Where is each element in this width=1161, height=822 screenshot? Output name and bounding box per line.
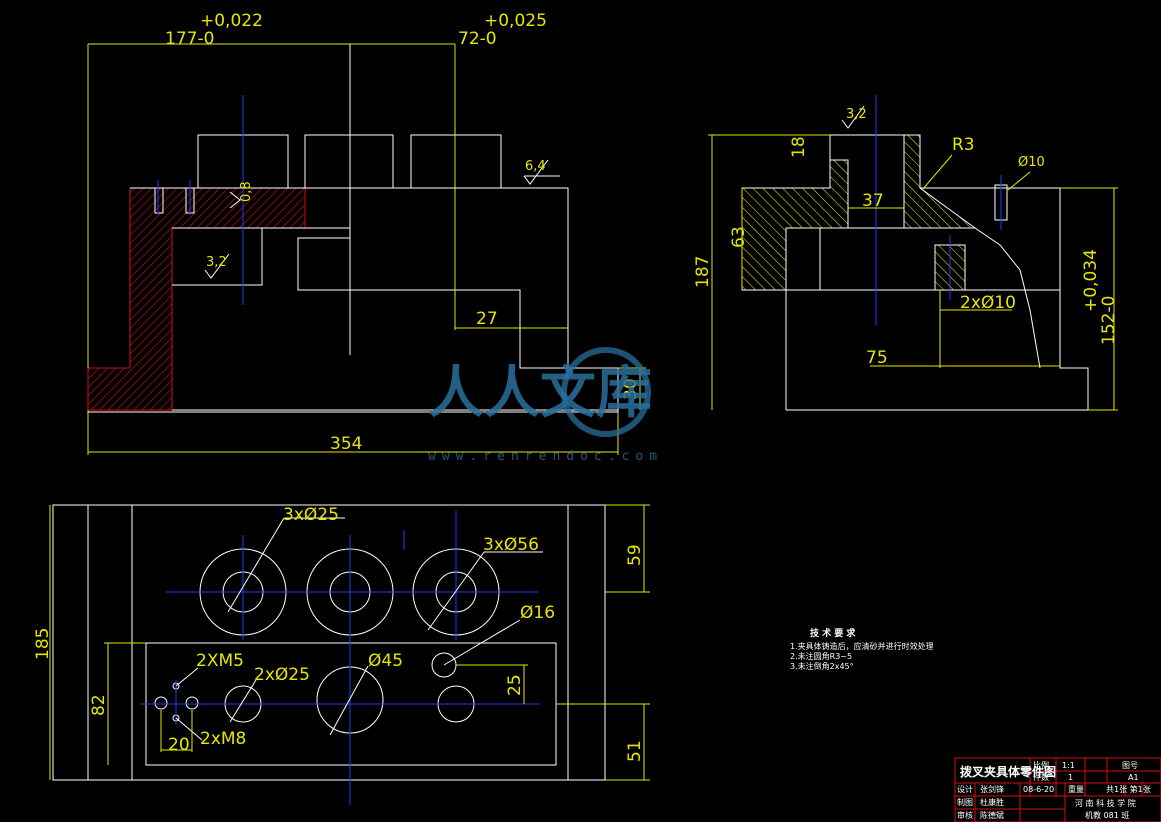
rough-64: 6,4: [525, 159, 546, 174]
tb-reviewer: 陈德斌: [980, 810, 1004, 820]
dim-27: 27: [476, 309, 498, 329]
leader-3phi25: [227, 517, 285, 613]
dim-51: 51: [625, 740, 645, 762]
front-block-3: [410, 134, 502, 189]
leader-phi45: [329, 665, 369, 736]
front-view: +0,022 177-0 +0,025 72-0 6,4 3,2 0,8 27 …: [87, 11, 646, 455]
tb-weight-label: 重量: [1068, 784, 1084, 794]
leader-2xm5: [175, 667, 199, 687]
front-block-2: [304, 134, 394, 189]
leader-phi16: [443, 619, 521, 666]
dim-25: 25: [505, 674, 525, 696]
dim-37: 37: [862, 191, 884, 211]
dim-63: 63: [729, 226, 749, 248]
tb-class-info: 机教 081 班: [1085, 810, 1129, 820]
side-hatch-left: [741, 159, 849, 291]
watermark-ring: [561, 347, 651, 437]
rough-64-symbol: [523, 159, 549, 185]
tb-design-label: 设计: [957, 784, 973, 794]
rough-08: 0,8: [239, 181, 254, 202]
tb-designer: 张剑锋: [980, 784, 1004, 794]
dim-2phi25: 2xØ25: [254, 665, 310, 685]
dim-tol-left: +0,022: [200, 11, 263, 31]
front-cavity-upper: [172, 227, 568, 369]
side-rough-32: 3,2: [846, 107, 867, 122]
rough-32-front: 3,2: [206, 255, 227, 270]
tech-note-1: 1.夹具体铸造后，应清砂并进行时效处理: [790, 641, 934, 651]
top-view: 3xØ25 3xØ56 Ø16 2XM5 2xØ25 Ø45 2xM8 59 1…: [33, 504, 650, 805]
front-cavity-left: [172, 228, 263, 286]
tb-drawing-name: 拨叉夹具体零件图: [960, 764, 1056, 779]
dim-59: 59: [625, 544, 645, 566]
tb-scale-label: 比例: [1033, 760, 1049, 770]
tech-note-2: 2.未注圆角R3~5: [790, 651, 852, 661]
dim-3phi56: 3xØ56: [483, 535, 539, 555]
dim-tol-right: +0,025: [484, 11, 547, 31]
dim-20: 20: [168, 735, 190, 755]
title-block-frame: [954, 757, 1161, 822]
tb-size-value: A1: [1128, 773, 1139, 782]
rough-32-symbol: [204, 253, 230, 279]
side-view: 3,2 18 R3 Ø10 37 63 187 2xØ10 +0,034 152…: [693, 95, 1119, 411]
dim-2xm5: 2XM5: [196, 651, 244, 671]
leader-phi10: [1007, 171, 1031, 191]
dim-30: 30: [621, 378, 641, 400]
dim-152-tol: +0,034: [1081, 249, 1101, 312]
tb-drawing-no-label: 图号: [1122, 761, 1138, 770]
dim-2phi10: 2xØ10: [960, 293, 1016, 313]
dim-18: 18: [789, 136, 809, 158]
dim-187: 187: [693, 256, 713, 288]
hole-m8-1: [185, 696, 199, 710]
side-rough-symbol: [841, 105, 865, 129]
top-outline: [52, 504, 606, 781]
tb-review-label: 审核: [957, 810, 973, 820]
dim-185: 185: [33, 628, 53, 660]
leader-r3: [921, 154, 953, 191]
dim-3phi25: 3xØ25: [283, 505, 339, 525]
dim-phi10: Ø10: [1018, 155, 1045, 170]
tb-draw-label: 制图: [957, 797, 973, 807]
leader-2xm8: [175, 717, 203, 741]
rough-08-symbol: [229, 191, 241, 209]
dim-354: 354: [330, 434, 362, 454]
side-hatch-right: [903, 134, 977, 229]
dim-r3: R3: [952, 135, 975, 155]
dim-177: 177-0: [165, 29, 214, 49]
watermark: 人人文库 www.renrendoc.com: [428, 347, 663, 464]
tb-school: 河 南 科 技 学 院: [1075, 798, 1136, 808]
tb-date: 08-6-20: [1023, 785, 1054, 794]
tb-sheet-info: 共1张 第1张: [1106, 784, 1151, 794]
dim-phi45: Ø45: [368, 651, 403, 671]
dim-2xm8: 2xM8: [200, 729, 246, 749]
tb-qty-label: 件数: [1033, 772, 1049, 782]
watermark-text: 人人文库: [428, 361, 652, 426]
tech-notes-title: 技 术 要 求: [810, 627, 856, 639]
side-cavity: [786, 227, 1041, 369]
tb-scale-value: 1:1: [1062, 761, 1075, 770]
leader-3phi56: [427, 551, 485, 631]
watermark-url: www.renrendoc.com: [428, 449, 663, 464]
title-block: 拨叉夹具体零件图 比例 1:1 图号 件数 1 A1 设计 张剑锋 08-6-2…: [954, 757, 1161, 822]
dim-82: 82: [89, 694, 109, 716]
tb-qty-value: 1: [1068, 773, 1073, 782]
tb-drafter: 杜康胜: [980, 797, 1004, 807]
leader-2phi25: [229, 679, 257, 723]
dim-152: 152-0: [1099, 296, 1119, 345]
hole-m5-1: [154, 696, 168, 710]
tech-notes: 技 术 要 求 1.夹具体铸造后，应清砂并进行时效处理 2.未注圆角R3~5 3…: [790, 627, 934, 671]
dim-72: 72-0: [458, 29, 497, 49]
tech-note-3: 3.未注倒角2x45°: [790, 661, 854, 671]
front-bolt-1: [154, 187, 164, 214]
dim-phi16: Ø16: [520, 603, 555, 623]
dim-75: 75: [866, 348, 888, 368]
front-section-hatch: [87, 187, 306, 411]
